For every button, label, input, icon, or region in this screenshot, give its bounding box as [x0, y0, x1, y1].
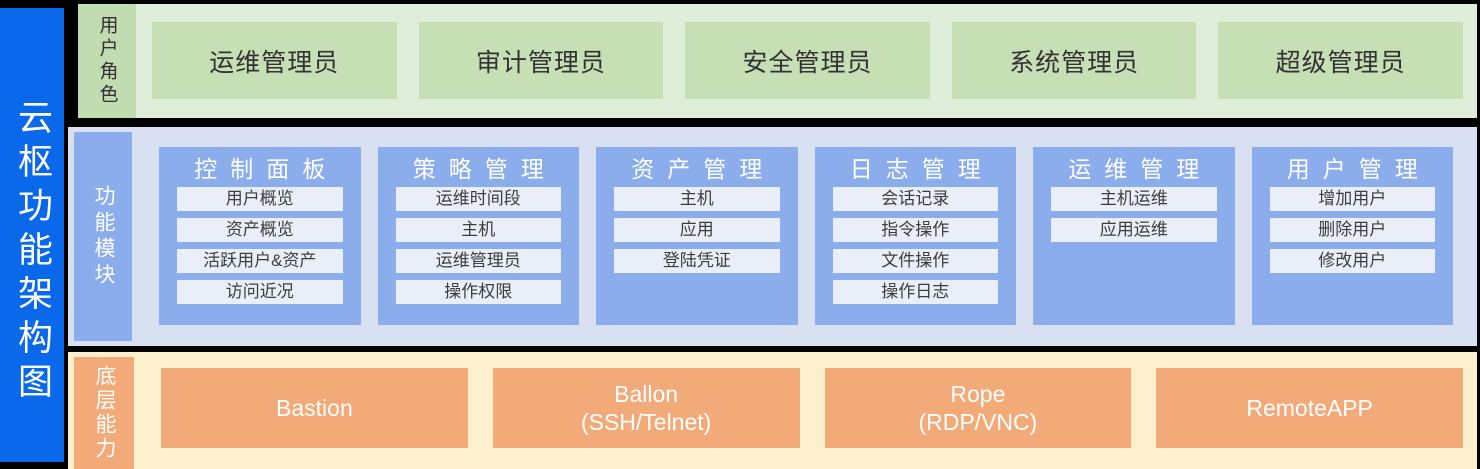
- diagram-title-bar: 云枢功能架构图: [0, 8, 64, 462]
- module-column-title: 控制面板: [194, 156, 339, 182]
- base-capabilities-band: 底层能力 Bastion Ballon (SSH/Telnet) Rope (R…: [68, 352, 1477, 469]
- diagram-title: 云枢功能架构图: [13, 99, 52, 407]
- capability-card-rope: Rope (RDP/VNC): [824, 368, 1132, 448]
- module-item: 运维时间段: [395, 187, 561, 211]
- module-item: 用户概览: [177, 187, 343, 211]
- module-item: 增加用户: [1269, 187, 1435, 211]
- module-item: 主机: [614, 187, 780, 211]
- module-item: 主机运维: [1051, 187, 1217, 211]
- module-item: 应用: [614, 218, 780, 242]
- module-item: 会话记录: [832, 187, 998, 211]
- role-card-ops-admin: 运维管理员: [152, 22, 397, 99]
- module-column-ops-mgmt: 运维管理 主机运维 应用运维: [1033, 147, 1235, 325]
- module-item: 活跃用户&资产: [177, 249, 343, 273]
- module-item: 登陆凭证: [614, 249, 780, 273]
- module-column-title: 日志管理: [849, 156, 994, 182]
- module-column-control-panel: 控制面板 用户概览 资产概览 活跃用户&资产 访问近况: [159, 147, 361, 325]
- role-cards-row: 运维管理员 审计管理员 安全管理员 系统管理员 超级管理员: [152, 22, 1463, 99]
- capability-name: Bastion: [276, 395, 353, 421]
- module-item: 主机: [395, 218, 561, 242]
- module-item: 文件操作: [832, 249, 998, 273]
- role-card-audit-admin: 审计管理员: [418, 22, 664, 99]
- module-item: 资产概览: [177, 218, 343, 242]
- capability-name: Rope: [950, 381, 1006, 407]
- module-column-title: 用户管理: [1286, 156, 1431, 182]
- module-columns-row: 控制面板 用户概览 资产概览 活跃用户&资产 访问近况 策略管理 运维时间段 主…: [159, 147, 1453, 325]
- role-card-security-admin: 安全管理员: [685, 22, 930, 99]
- capability-protocols: (RDP/VNC): [918, 409, 1038, 435]
- module-item: 应用运维: [1051, 218, 1217, 242]
- module-item: 修改用户: [1269, 249, 1435, 273]
- module-item: 操作日志: [832, 280, 998, 304]
- module-item: 指令操作: [832, 218, 998, 242]
- function-modules-band: 功能模块 控制面板 用户概览 资产概览 活跃用户&资产 访问近况 策略管理 运维…: [68, 127, 1477, 346]
- capability-card-bastion: Bastion: [161, 368, 468, 448]
- base-capabilities-label: 底层能力: [74, 357, 134, 469]
- module-item: 操作权限: [395, 280, 561, 304]
- module-item: 运维管理员: [395, 249, 561, 273]
- capability-protocols: (SSH/Telnet): [580, 409, 712, 435]
- role-card-system-admin: 系统管理员: [951, 22, 1197, 99]
- role-card-super-admin: 超级管理员: [1218, 22, 1463, 99]
- module-column-asset-mgmt: 资产管理 主机 应用 登陆凭证: [596, 147, 798, 325]
- module-column-policy-mgmt: 策略管理 运维时间段 主机 运维管理员 操作权限: [377, 147, 579, 325]
- capability-name: RemoteAPP: [1246, 395, 1373, 421]
- capability-card-ballon: Ballon (SSH/Telnet): [492, 368, 800, 448]
- user-roles-band: 用户角色 运维管理员 审计管理员 安全管理员 系统管理员 超级管理员: [78, 4, 1477, 118]
- function-modules-label: 功能模块: [74, 132, 132, 341]
- module-column-user-mgmt: 用户管理 增加用户 删除用户 修改用户: [1251, 147, 1453, 325]
- capability-name: Ballon: [614, 381, 679, 407]
- module-item: 删除用户: [1269, 218, 1435, 242]
- user-roles-label: 用户角色: [78, 4, 136, 118]
- capability-card-remoteapp: RemoteAPP: [1156, 368, 1463, 448]
- module-column-title: 运维管理: [1068, 156, 1213, 182]
- module-item: 访问近况: [177, 280, 343, 304]
- module-column-log-mgmt: 日志管理 会话记录 指令操作 文件操作 操作日志: [814, 147, 1016, 325]
- module-column-title: 资产管理: [631, 156, 776, 182]
- capability-cards-row: Bastion Ballon (SSH/Telnet) Rope (RDP/VN…: [161, 368, 1463, 448]
- module-column-title: 策略管理: [412, 156, 557, 182]
